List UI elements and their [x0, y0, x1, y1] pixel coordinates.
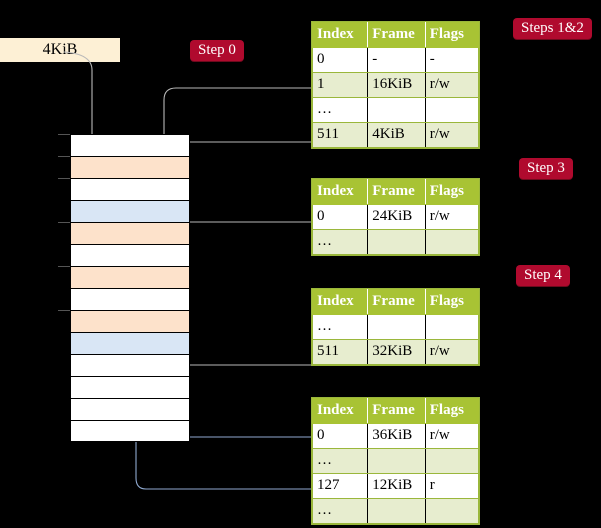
badge-step-3: Step 3: [519, 158, 573, 179]
column-header-frame: Frame: [367, 289, 426, 315]
memory-tick-0: [58, 134, 70, 135]
wire-table1-row1-to-mem: [163, 87, 311, 154]
cell-index: 1: [311, 72, 369, 98]
memory-tick-5: [58, 310, 70, 311]
table-row-highlighted: 511 4KiB r/w: [311, 122, 480, 148]
cell-flags: -: [424, 47, 480, 73]
memory-row-7: [70, 288, 190, 310]
cell-frame: 36KiB: [367, 423, 426, 449]
memory-row-2: [70, 178, 190, 200]
cell-frame: 32KiB: [367, 339, 426, 365]
table-header-row: Index Frame Flags: [311, 179, 480, 205]
memory-row-12: [70, 398, 190, 420]
cell-frame: [367, 97, 426, 123]
cell-flags: r/w: [424, 204, 480, 230]
cell-flags: [424, 314, 480, 340]
column-header-frame: Frame: [367, 398, 426, 424]
column-header-frame: Frame: [367, 22, 426, 48]
cell-frame: -: [367, 47, 426, 73]
cell-index: 511: [311, 339, 369, 365]
memory-row-8: [70, 310, 190, 332]
column-header-flags: Flags: [424, 179, 480, 205]
memory-row-6: [70, 266, 190, 288]
cell-flags: r/w: [424, 122, 480, 148]
memory-row-1: [70, 156, 190, 178]
memory-row-3: [70, 200, 190, 222]
cell-index: …: [311, 229, 369, 255]
cell-index: 0: [311, 47, 369, 73]
cell-flags: r/w: [424, 72, 480, 98]
page-table-step-3: Index Frame Flags 0 24KiB r/w …: [311, 178, 480, 256]
cell-index: …: [311, 448, 369, 474]
table-row: 127 12KiB r: [311, 473, 480, 499]
table-row: …: [311, 498, 480, 524]
cell-frame: 4KiB: [367, 122, 426, 148]
table-row: …: [311, 448, 480, 474]
page-table-final: Index Frame Flags 0 36KiB r/w … 127: [311, 397, 480, 525]
badge-steps-1-2: Steps 1&2: [513, 18, 592, 39]
page-table-steps-1-2: Index Frame Flags 0 - - 1 16KiB r/w …: [311, 21, 480, 149]
column-header-flags: Flags: [424, 398, 480, 424]
table-row: 0 36KiB r/w: [311, 423, 480, 449]
cell-flags: [424, 97, 480, 123]
cell-flags: r/w: [424, 423, 480, 449]
memory-tick-3: [58, 222, 70, 223]
cell-frame: [367, 229, 426, 255]
badge-step-0: Step 0: [190, 40, 244, 61]
cell-flags: [424, 229, 480, 255]
wire-final-row127-to-mem: [134, 212, 311, 490]
cell-frame: [367, 448, 426, 474]
memory-row-5: [70, 244, 190, 266]
memory-tick-4: [58, 266, 70, 267]
cell-index: 0: [311, 423, 369, 449]
cell-flags: r/w: [424, 339, 480, 365]
column-header-flags: Flags: [424, 289, 480, 315]
cell-index: 0: [311, 204, 369, 230]
table-row: 1 16KiB r/w: [311, 72, 480, 98]
table-row: …: [311, 314, 480, 340]
badge-step-4: Step 4: [516, 265, 570, 286]
cell-index: …: [311, 97, 369, 123]
memory-tick-1: [58, 156, 70, 157]
table-row: 0 24KiB r/w: [311, 204, 480, 230]
table-header-row: Index Frame Flags: [311, 398, 480, 424]
memory-row-10: [70, 354, 190, 376]
memory-row-9: [70, 332, 190, 354]
memory-column: [70, 134, 190, 442]
wire-4kib-to-mem: [63, 51, 100, 154]
memory-row-0: [70, 134, 190, 156]
table-row: 511 32KiB r/w: [311, 339, 480, 365]
table-row: …: [311, 229, 480, 255]
column-header-frame: Frame: [367, 179, 426, 205]
table-row: …: [311, 97, 480, 123]
memory-row-13: [70, 420, 190, 442]
column-header-index: Index: [311, 289, 369, 315]
column-header-index: Index: [311, 398, 369, 424]
cell-index: 127: [311, 473, 369, 499]
page-table-step-4: Index Frame Flags … 511 32KiB r/w: [311, 288, 480, 366]
cell-flags: r: [424, 473, 480, 499]
size-label-4kib: 4KiB: [0, 38, 120, 62]
cell-frame: 16KiB: [367, 72, 426, 98]
table-row: 0 - -: [311, 47, 480, 73]
memory-row-11: [70, 376, 190, 398]
cell-index: …: [311, 314, 369, 340]
cell-frame: 12KiB: [367, 473, 426, 499]
table-header-row: Index Frame Flags: [311, 289, 480, 315]
cell-frame: [367, 314, 426, 340]
memory-tick-2: [58, 178, 70, 179]
cell-index: …: [311, 498, 369, 524]
cell-flags: [424, 448, 480, 474]
column-header-index: Index: [311, 179, 369, 205]
memory-row-4: [70, 222, 190, 244]
table-header-row: Index Frame Flags: [311, 22, 480, 48]
cell-frame: 24KiB: [367, 204, 426, 230]
cell-flags: [424, 498, 480, 524]
column-header-index: Index: [311, 22, 369, 48]
cell-frame: [367, 498, 426, 524]
cell-index: 511: [311, 122, 369, 148]
column-header-flags: Flags: [424, 22, 480, 48]
